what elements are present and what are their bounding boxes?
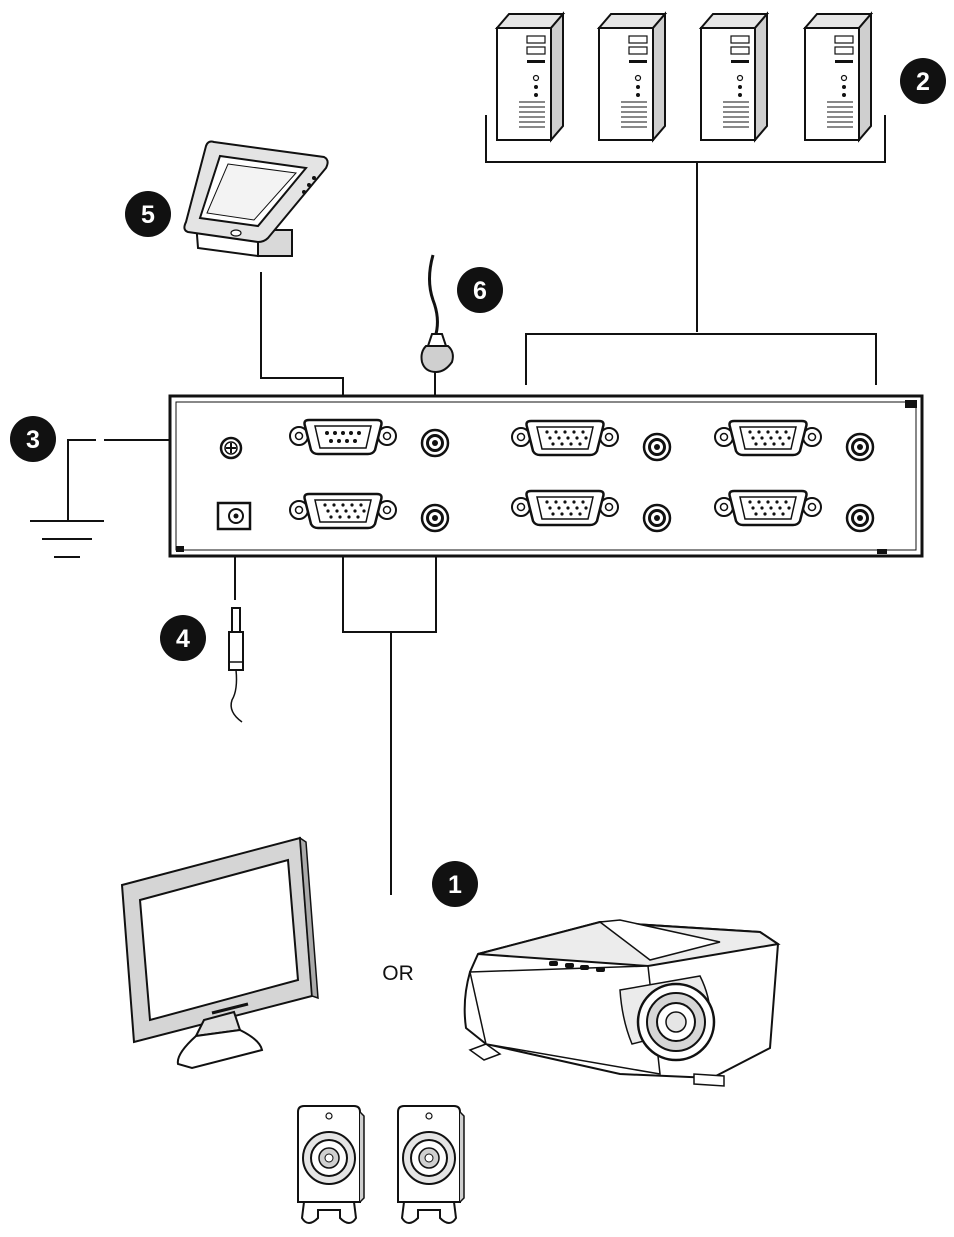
callout-number: 5 — [141, 201, 155, 229]
callout-badges: 1 2 3 4 5 6 — [10, 58, 946, 907]
speaker-icon — [397, 1105, 465, 1224]
ground-wire — [67, 439, 96, 520]
microphone-jack-icon — [420, 428, 450, 458]
switch-unit — [168, 394, 924, 558]
callout-1-badge: 1 — [432, 861, 478, 907]
callout-number: 6 — [473, 277, 487, 305]
callout-number: 4 — [176, 625, 190, 653]
audio-output-jack-icon — [420, 503, 450, 533]
or-label: OR — [382, 962, 414, 985]
power-plug-icon — [228, 607, 244, 723]
callout-4-badge: 4 — [160, 615, 206, 661]
speakers-group — [297, 1105, 465, 1224]
audio-input-jack-icon — [642, 432, 672, 462]
computer-icon — [598, 13, 666, 141]
callout-number: 3 — [26, 426, 40, 454]
callout-2-badge: 2 — [900, 58, 946, 104]
audio-input-jack-icon — [845, 432, 875, 462]
output-bracket — [342, 540, 437, 633]
callout-5-badge: 5 — [125, 191, 171, 237]
computer-icon — [700, 13, 768, 141]
computers-input-bracket — [525, 333, 877, 385]
ground-symbol — [30, 520, 104, 558]
audio-input-jack-icon — [642, 503, 672, 533]
computer-icon — [804, 13, 872, 141]
microphone-icon — [420, 254, 454, 374]
audio-input-jack-icon — [845, 503, 875, 533]
projector-icon — [463, 919, 781, 1087]
callout-3-badge: 3 — [10, 416, 56, 462]
touch-screen-icon — [183, 140, 329, 258]
speaker-icon — [297, 1105, 365, 1224]
computer-icon — [496, 13, 564, 141]
callout-number: 1 — [448, 871, 462, 899]
monitor-icon — [120, 836, 319, 1070]
computers-group — [496, 13, 872, 141]
callout-number: 2 — [916, 68, 930, 96]
callout-6-badge: 6 — [457, 267, 503, 313]
touch-screen-cable — [260, 272, 344, 412]
computers-bracket — [485, 115, 886, 163]
power-socket-icon — [216, 501, 252, 531]
ground-screw-icon — [219, 436, 243, 460]
